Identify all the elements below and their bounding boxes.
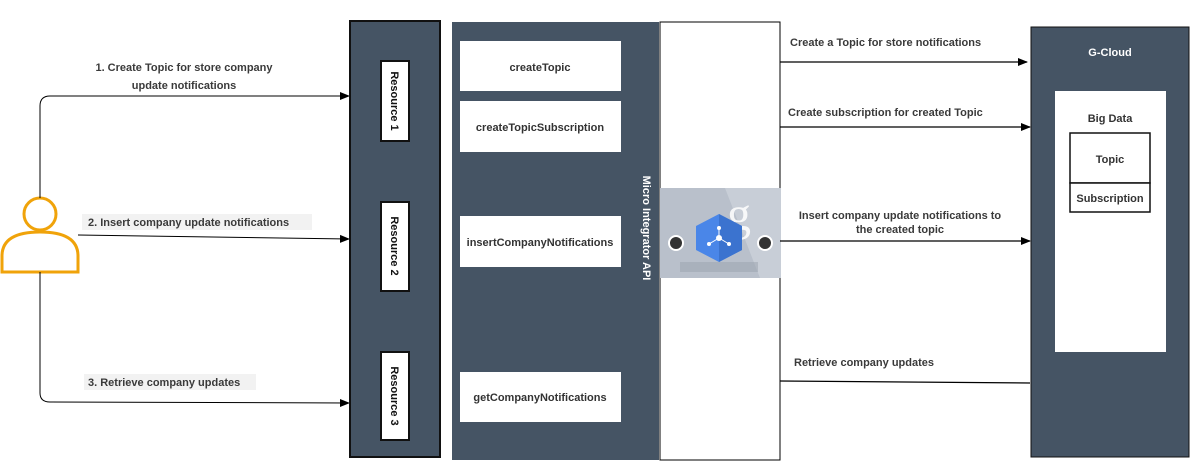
resource-1-label: Resource 1 <box>388 71 400 130</box>
flow-label-3: 3. Retrieve company updates <box>88 377 240 389</box>
topic-box[interactable]: Topic <box>1069 132 1151 184</box>
resource-3-box[interactable]: Resource 3 <box>380 351 410 441</box>
flow-label-1b: update notifications <box>132 80 237 92</box>
operation-create-topic-label: createTopic <box>510 62 571 74</box>
action-line-4 <box>779 380 1031 384</box>
resource-1-box[interactable]: Resource 1 <box>380 60 410 142</box>
google-pubsub-icon[interactable]: g <box>660 188 781 278</box>
subscription-box[interactable]: Subscription <box>1069 182 1151 213</box>
bigdata-box <box>1055 91 1166 352</box>
operation-get-company-notifications[interactable]: getCompanyNotifications <box>460 372 621 422</box>
action-label-2: Create subscription for created Topic <box>788 107 983 119</box>
flow-label-3-bg <box>84 374 256 390</box>
subscription-label: Subscription <box>1076 193 1144 205</box>
action-label-3a: Insert company update notifications to <box>799 210 1002 222</box>
operation-create-topic-subscription[interactable]: createTopicSubscription <box>460 101 621 152</box>
topic-label: Topic <box>1096 154 1125 166</box>
action-label-3b: the created topic <box>856 224 944 236</box>
operation-insert-company-notifications-label: insertCompanyNotifications <box>467 237 614 249</box>
operation-get-company-notifications-label: getCompanyNotifications <box>473 392 606 404</box>
flow-label-2-bg <box>82 214 312 230</box>
flow-label-2: 2. Insert company update notifications <box>88 217 289 229</box>
user-icon <box>0 196 80 274</box>
action-label-4: Retrieve company updates <box>794 357 934 369</box>
operation-create-topic-subscription-label: createTopicSubscription <box>476 122 604 134</box>
resource-2-box[interactable]: Resource 2 <box>380 201 410 292</box>
bigdata-title: Big Data <box>1088 113 1134 125</box>
flow-line-1 <box>39 92 350 198</box>
api-label: Micro Integrator API <box>640 176 652 281</box>
resource-2-label: Resource 2 <box>388 216 400 275</box>
flow-label-1a: 1. Create Topic for store company <box>95 62 273 74</box>
gcloud-title: G-Cloud <box>1088 47 1131 59</box>
operation-create-topic[interactable]: createTopic <box>460 41 621 91</box>
resource-3-label: Resource 3 <box>388 366 400 425</box>
flow-line-3 <box>39 272 350 407</box>
flow-line-2 <box>77 234 350 243</box>
operation-insert-company-notifications[interactable]: insertCompanyNotifications <box>460 216 621 267</box>
action-label-1: Create a Topic for store notifications <box>790 37 981 49</box>
